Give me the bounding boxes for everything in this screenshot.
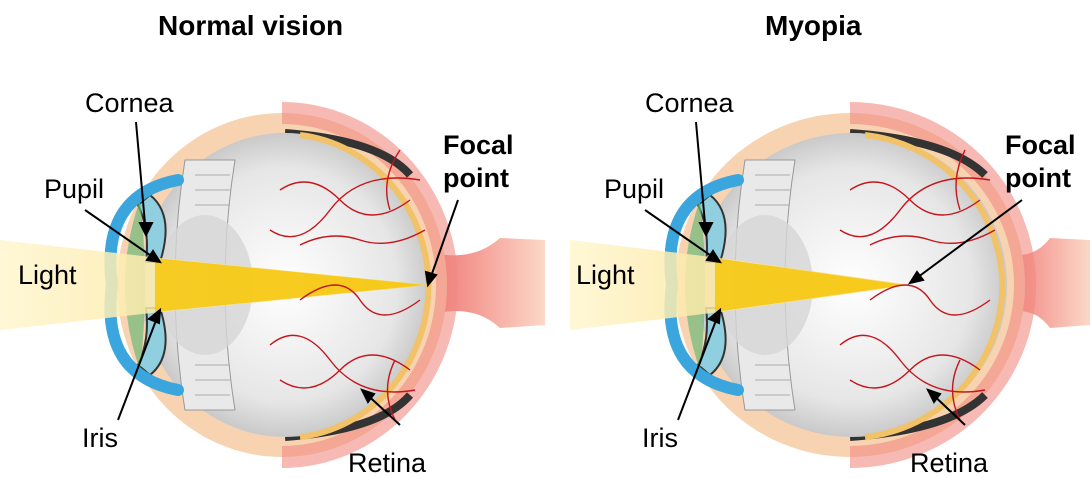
label-iris: Iris	[642, 425, 678, 452]
eye-diagram-normal	[0, 0, 545, 477]
label-focal-point-2: point	[1005, 165, 1071, 192]
label-focal-point-2: point	[443, 165, 509, 192]
label-light: Light	[576, 262, 635, 289]
label-retina: Retina	[910, 450, 988, 477]
label-retina: Retina	[348, 450, 426, 477]
panel-myopia: Myopia	[560, 0, 1090, 477]
label-cornea: Cornea	[645, 90, 734, 117]
label-focal-point-1: Focal	[1005, 132, 1076, 159]
eye-diagram-myopia	[560, 0, 1090, 477]
label-focal-point-1: Focal	[443, 132, 514, 159]
label-pupil: Pupil	[44, 176, 104, 203]
label-light: Light	[18, 262, 77, 289]
label-iris: Iris	[82, 425, 118, 452]
label-pupil: Pupil	[604, 176, 664, 203]
panel-normal-vision: Normal vision	[0, 0, 545, 477]
label-cornea: Cornea	[85, 90, 174, 117]
